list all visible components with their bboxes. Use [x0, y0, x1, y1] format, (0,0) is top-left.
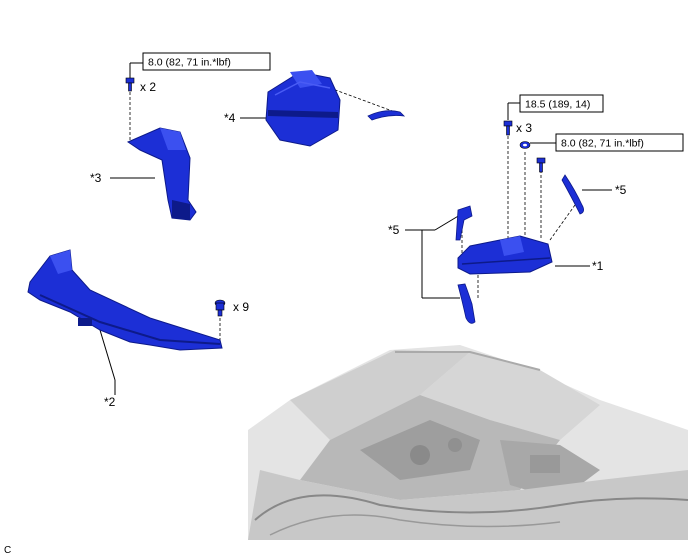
part-5-harness-bottom [457, 283, 476, 324]
part-5-harness-top [561, 174, 584, 215]
part-1-bracket [457, 235, 553, 275]
part-4-hose [367, 110, 406, 121]
part-5-harness-left [455, 205, 473, 241]
callout-part-3: *3 [90, 171, 102, 185]
figure-code: C [4, 545, 12, 556]
leader-lines [99, 62, 612, 395]
callout-part-1: *1 [592, 259, 604, 273]
callout-part-2: *2 [104, 395, 116, 409]
quantity-label-2: x 9 [233, 300, 249, 314]
bolt-icon-right-small [536, 157, 546, 173]
callout-part-5-right: *5 [615, 183, 627, 197]
torque-text-2: 18.5 (189, 14) [525, 99, 590, 111]
callout-part-4: *4 [224, 111, 236, 125]
torque-box-1: 8.0 (82, 71 in.*lbf) [142, 52, 271, 71]
callout-part-5-left: *5 [388, 223, 400, 237]
torque-box-3: 8.0 (82, 71 in.*lbf) [555, 133, 684, 152]
nut-icon-right [519, 141, 531, 149]
engine-bay-illustration [248, 345, 688, 540]
clip-icon-middle [214, 299, 226, 317]
torque-text-3: 8.0 (82, 71 in.*lbf) [561, 138, 644, 150]
part-2-support-cover [27, 249, 223, 351]
part-4-air-cleaner [265, 70, 341, 147]
bolt-icon-right [503, 120, 513, 136]
torque-text-1: 8.0 (82, 71 in.*lbf) [148, 57, 231, 69]
bolt-icon-top-left [125, 77, 135, 92]
quantity-label-1: x 2 [140, 80, 156, 94]
torque-box-2: 18.5 (189, 14) [519, 94, 604, 113]
part-3-intake-duct [126, 127, 197, 221]
quantity-label-3: x 3 [516, 121, 532, 135]
